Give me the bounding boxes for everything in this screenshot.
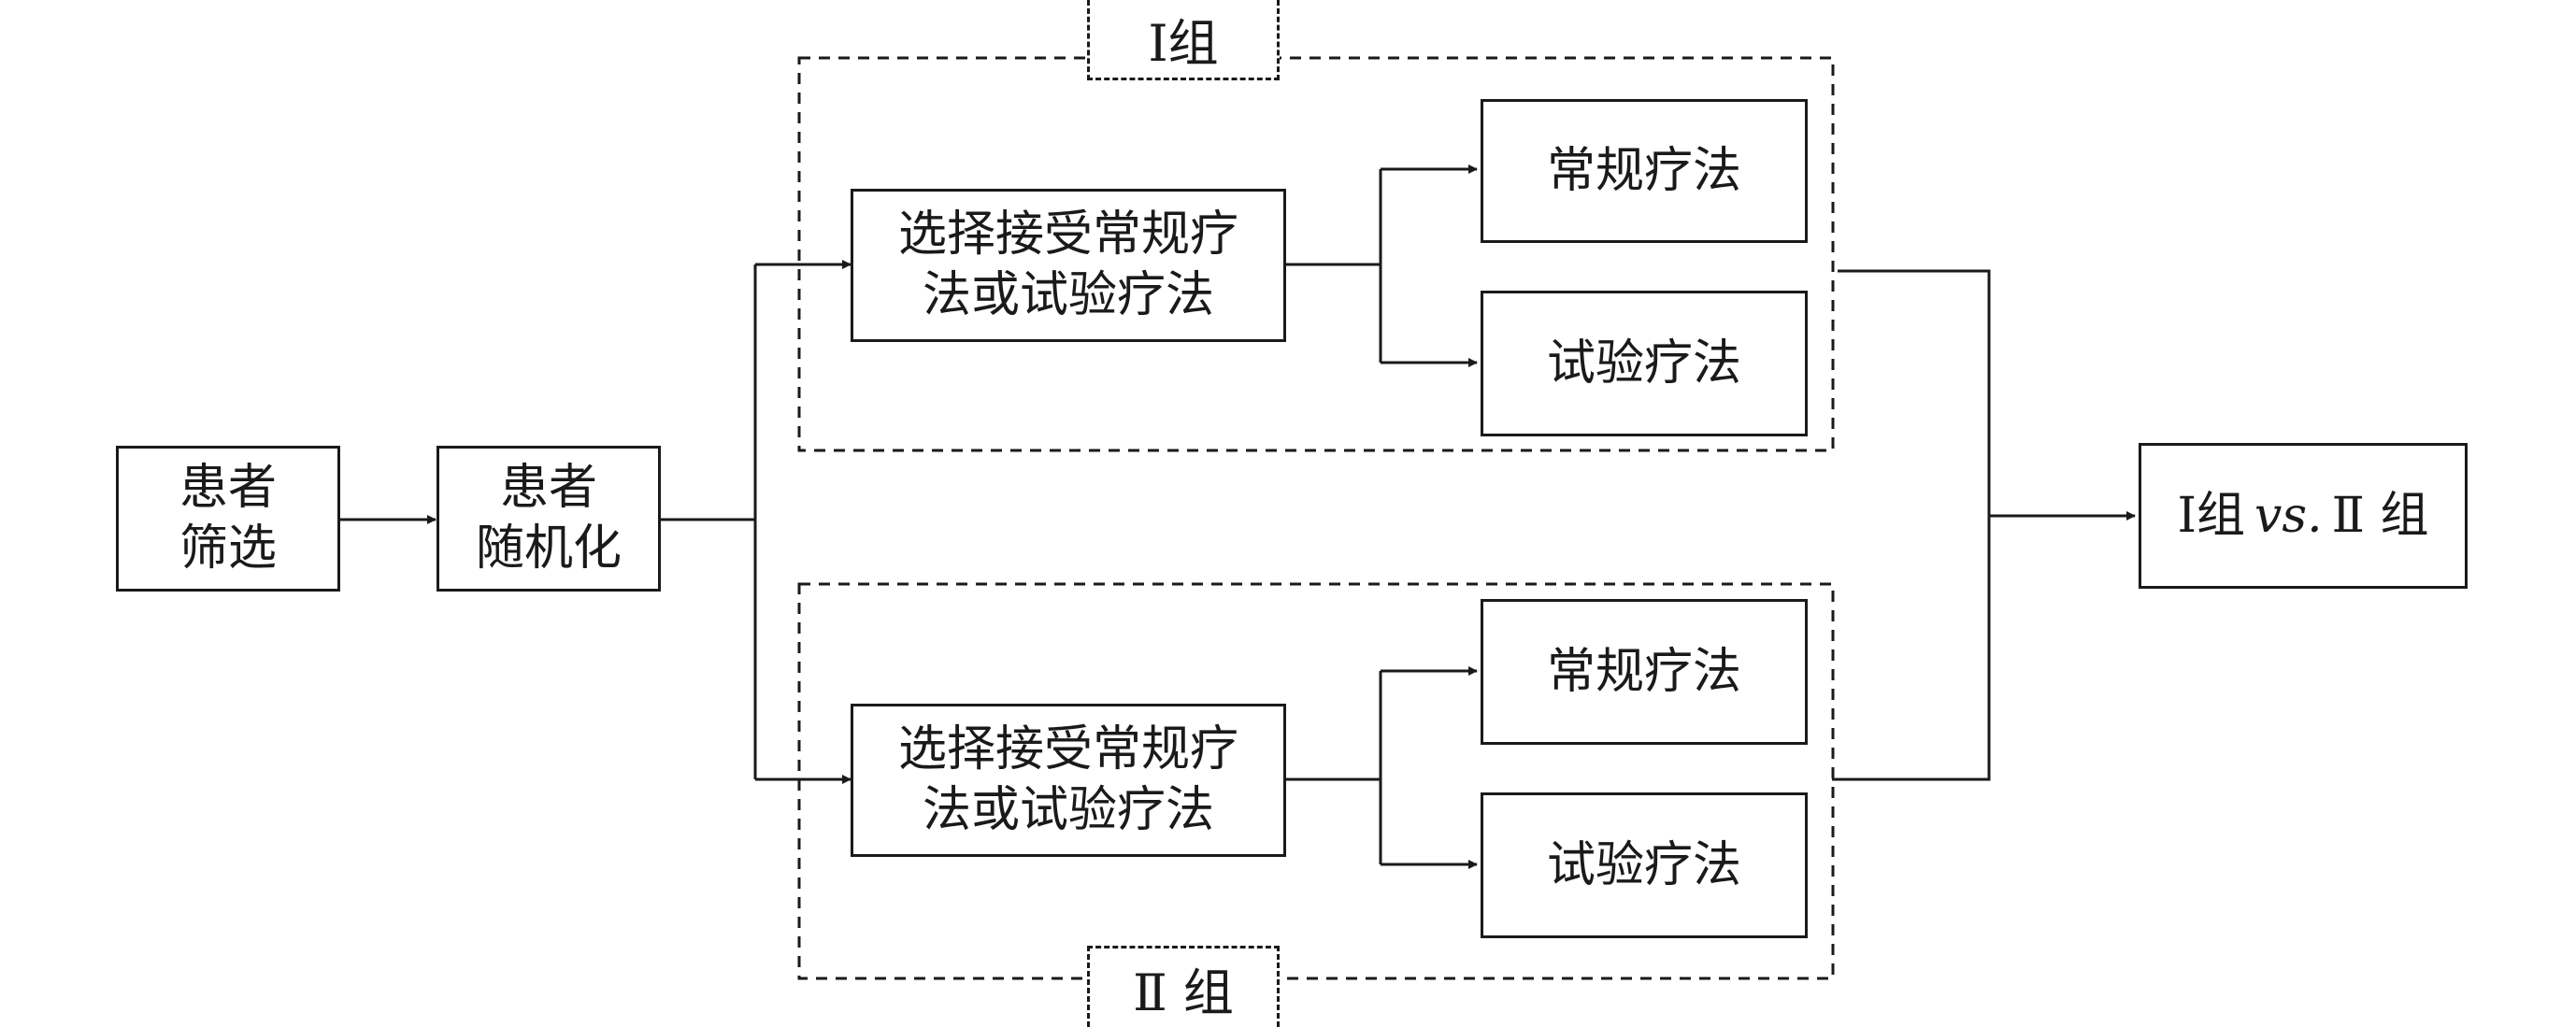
- group2-label: Ⅱ 组: [1087, 946, 1280, 1027]
- screening-box: 患者 筛选: [116, 446, 340, 592]
- group2-conventional-text: 常规疗法: [1546, 643, 1741, 700]
- line-group1-to-merge: [1838, 269, 1991, 516]
- group1-experimental-box: 试验疗法: [1481, 291, 1808, 436]
- group2-conventional-box: 常规疗法: [1481, 599, 1808, 745]
- group2-choice-box: 选择接受常规疗 法或试验疗法: [851, 704, 1286, 857]
- screening-line1: 患者: [179, 460, 277, 516]
- group2-label-text: Ⅱ 组: [1133, 963, 1234, 1022]
- randomization-box: 患者 随机化: [436, 446, 661, 592]
- group1-frame: [797, 56, 1835, 452]
- group1-experimental-text: 试验疗法: [1546, 335, 1741, 392]
- group1-label: Ⅰ组: [1087, 0, 1280, 80]
- randomization-line1: 患者: [499, 460, 597, 516]
- comparison-left: Ⅰ组: [2177, 487, 2246, 544]
- group2-experimental-box: 试验疗法: [1481, 792, 1808, 938]
- group1-choice-line1: 选择接受常规疗: [897, 207, 1238, 263]
- group1-label-text: Ⅰ组: [1148, 14, 1219, 73]
- randomization-line2: 随机化: [475, 521, 622, 577]
- group1-choice-line2: 法或试验疗法: [922, 267, 1214, 323]
- group1-conventional-text: 常规疗法: [1546, 142, 1741, 199]
- group1-conventional-box: 常规疗法: [1481, 99, 1808, 243]
- group2-experimental-text: 试验疗法: [1546, 836, 1741, 893]
- group2-frame: [797, 582, 1835, 980]
- screening-line2: 筛选: [179, 521, 277, 577]
- group1-choice-box: 选择接受常规疗 法或试验疗法: [851, 189, 1286, 342]
- group2-choice-line2: 法或试验疗法: [922, 782, 1214, 838]
- comparison-vs: vs.: [2254, 487, 2323, 544]
- group2-choice-line1: 选择接受常规疗: [897, 721, 1238, 777]
- line-group2-to-merge: [1832, 516, 1991, 781]
- comparison-right: Ⅱ 组: [2331, 487, 2429, 544]
